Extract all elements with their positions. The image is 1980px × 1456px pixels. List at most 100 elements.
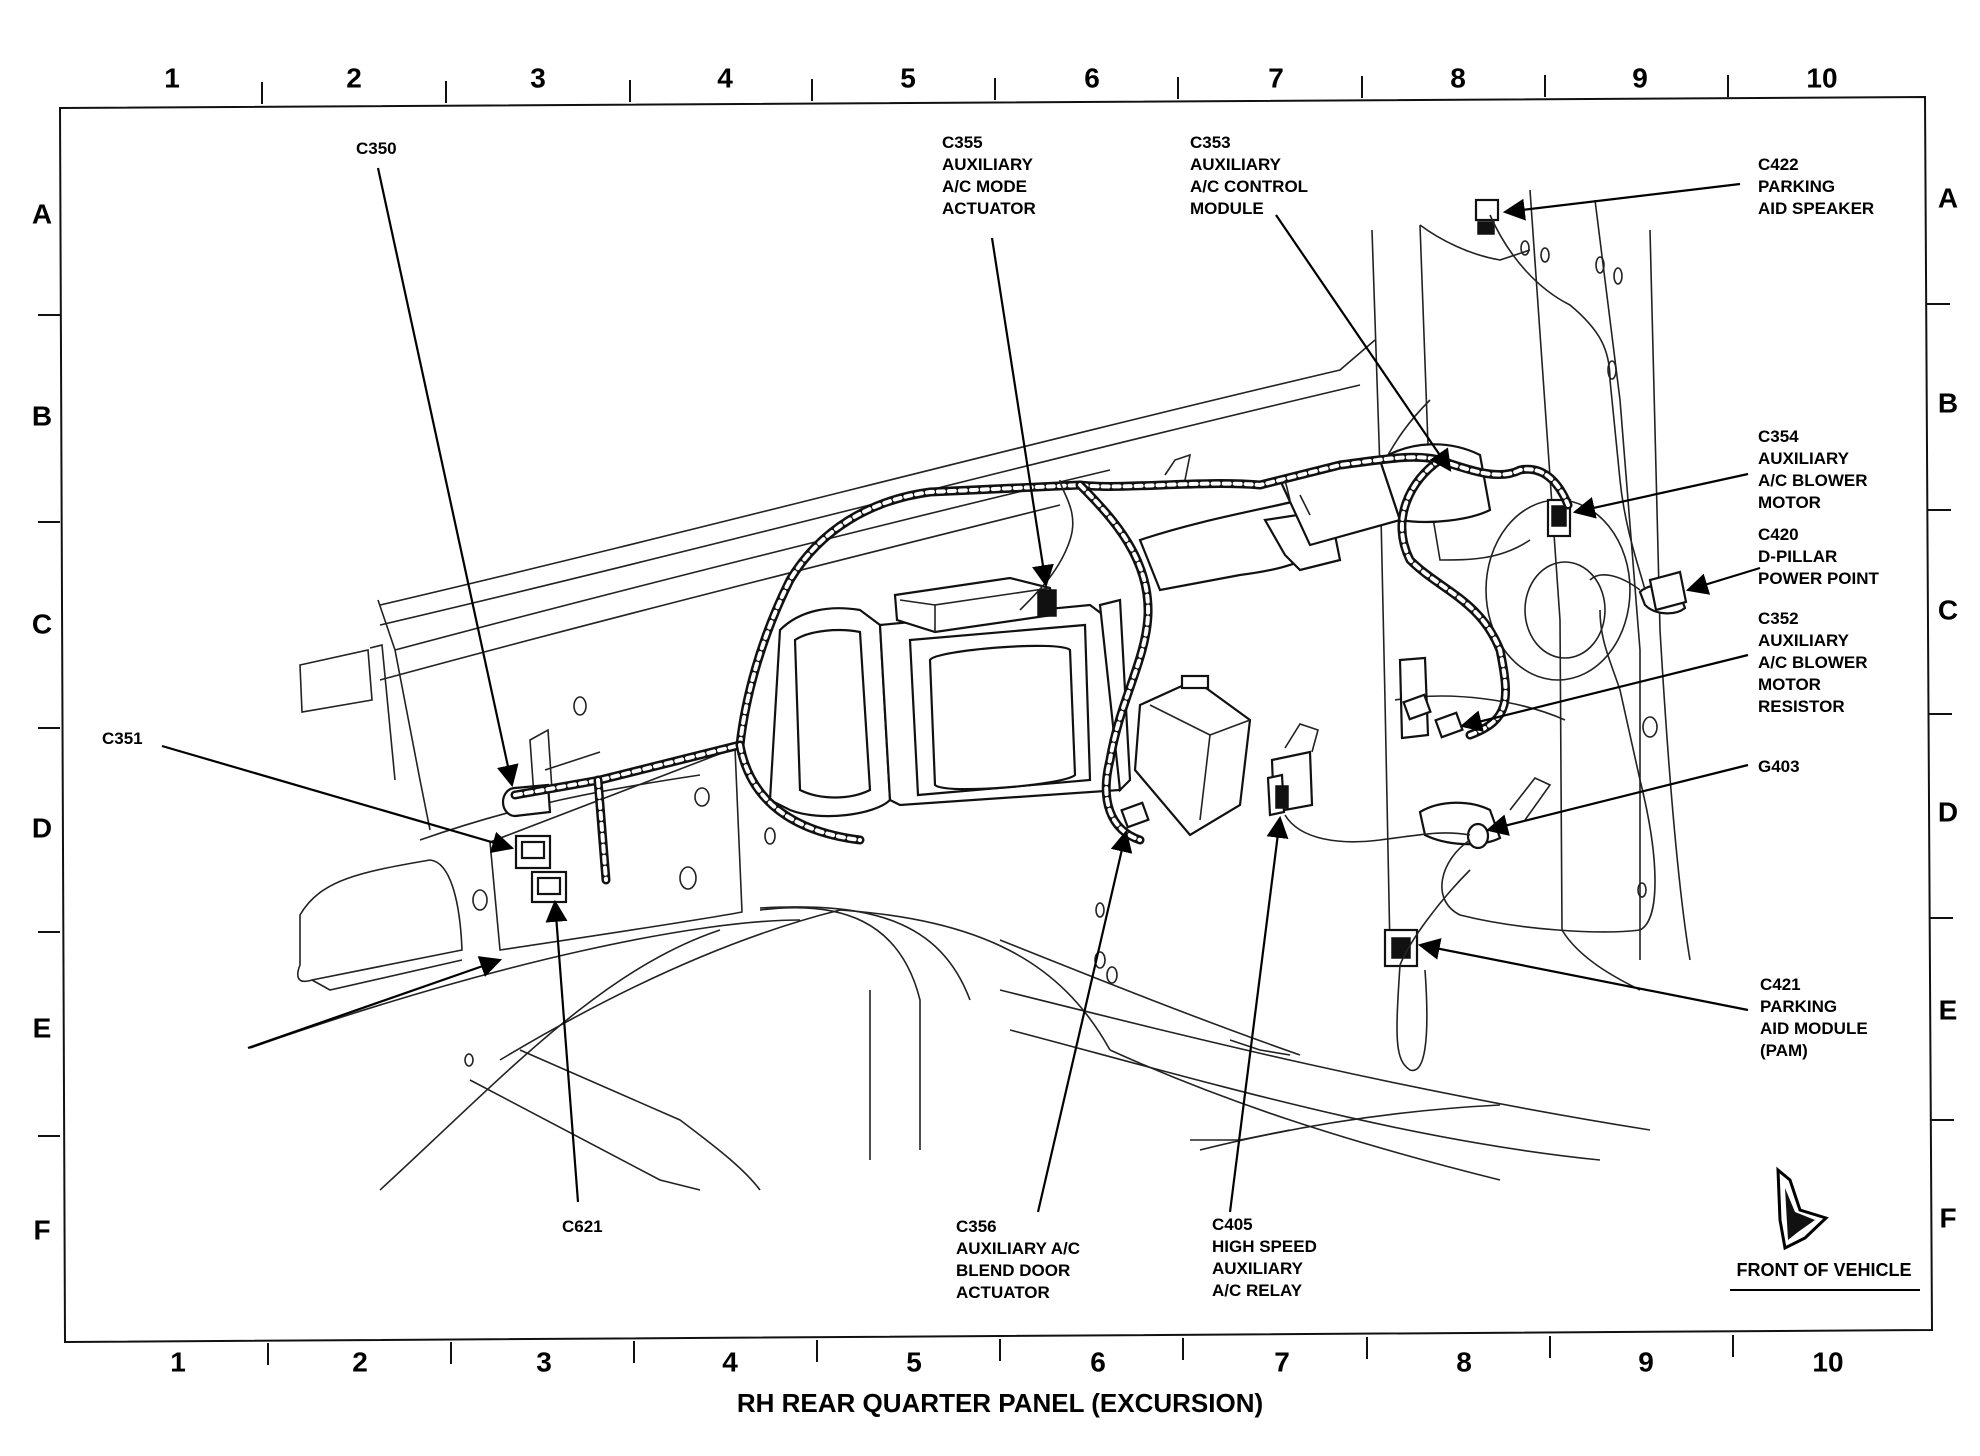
leader-view-direction	[247, 956, 503, 1050]
callout-c355-line-0: C355	[942, 133, 983, 152]
wiring-harness	[510, 214, 1656, 1072]
callout-c356-line-0: C356	[956, 1217, 997, 1236]
diagram-title: RH REAR QUARTER PANEL (EXCURSION)	[737, 1388, 1263, 1418]
row-label-left-F: F	[33, 1214, 50, 1245]
row-label-right-B: B	[1938, 387, 1958, 418]
callout-c355-line-2: A/C MODE	[942, 177, 1027, 196]
callout-c354-line-2: A/C BLOWER	[1758, 471, 1868, 490]
callout-c350-line-0: C350	[356, 139, 397, 158]
callout-c621: C621	[562, 1217, 603, 1236]
top-column-ticks	[261, 75, 1729, 104]
leader-c356	[1036, 829, 1133, 1213]
callout-c405-line-3: A/C RELAY	[1212, 1281, 1303, 1300]
row-label-right-C: C	[1938, 594, 1958, 625]
callout-c421-line-2: AID MODULE	[1760, 1019, 1868, 1038]
leader-c353	[1275, 214, 1452, 472]
front-of-vehicle-indicator: FRONT OF VEHICLE	[1730, 1166, 1920, 1291]
column-label-top-5: 5	[900, 62, 916, 93]
callout-c353-line-1: AUXILIARY	[1190, 155, 1282, 174]
column-label-top-6: 6	[1084, 62, 1100, 93]
column-label-top-3: 3	[530, 62, 546, 93]
column-label-top-1: 1	[164, 62, 180, 93]
column-label-bottom-6: 6	[1090, 1346, 1106, 1377]
leader-c621	[545, 899, 580, 1203]
column-label-bottom-3: 3	[536, 1346, 552, 1377]
row-label-left-D: D	[32, 812, 52, 843]
column-label-top-4: 4	[717, 62, 733, 93]
blower-connectors	[1383, 198, 1688, 968]
callout-c352-line-2: A/C BLOWER	[1758, 653, 1868, 672]
column-label-top-7: 7	[1268, 62, 1284, 93]
callout-c405-line-0: C405	[1212, 1215, 1253, 1234]
callout-c421-line-3: (PAM)	[1760, 1041, 1808, 1060]
row-label-right-A: A	[1938, 182, 1958, 213]
row-label-right-F: F	[1939, 1202, 1956, 1233]
blend-door-actuator	[1120, 674, 1252, 837]
front-of-vehicle-arrow-icon	[1776, 1166, 1829, 1251]
callout-c354-line-1: AUXILIARY	[1758, 449, 1850, 468]
callout-c352-line-1: AUXILIARY	[1758, 631, 1850, 650]
callout-c353-line-3: MODULE	[1190, 199, 1264, 218]
callout-c352-line-0: C352	[1758, 609, 1799, 628]
callout-c420-line-0: C420	[1758, 525, 1799, 544]
bottom-column-ticks	[267, 1335, 1734, 1365]
front-of-vehicle-label: FRONT OF VEHICLE	[1737, 1260, 1912, 1280]
callout-g403: G403	[1758, 757, 1800, 776]
callout-c356-line-1: AUXILIARY A/C	[956, 1239, 1080, 1258]
callout-c351: C351	[102, 729, 143, 748]
callout-c352-line-4: RESISTOR	[1758, 697, 1845, 716]
column-label-bottom-8: 8	[1456, 1346, 1472, 1377]
row-label-left-C: C	[32, 608, 52, 639]
leader-lines	[161, 167, 1761, 1213]
column-label-bottom-7: 7	[1274, 1346, 1290, 1377]
callout-c356-line-2: BLEND DOOR	[956, 1261, 1070, 1280]
callout-c420-line-1: D-PILLAR	[1758, 547, 1837, 566]
callout-g403-line-0: G403	[1758, 757, 1800, 776]
leader-c422	[1502, 182, 1741, 221]
leader-c355	[990, 237, 1054, 588]
callout-c405-line-2: AUXILIARY	[1212, 1259, 1304, 1278]
callout-c352-line-3: MOTOR	[1758, 675, 1821, 694]
column-label-bottom-1: 1	[170, 1346, 186, 1377]
right-row-ticks	[1926, 303, 1954, 1121]
callout-c353-line-2: A/C CONTROL	[1190, 177, 1308, 196]
column-label-bottom-9: 9	[1638, 1346, 1654, 1377]
row-label-right-D: D	[1938, 796, 1958, 827]
leader-c405	[1228, 815, 1289, 1213]
vehicle-body-illustration	[249, 189, 1691, 1191]
leader-c350	[376, 167, 519, 788]
row-label-right-E: E	[1939, 994, 1958, 1025]
callout-c354-line-0: C354	[1758, 427, 1799, 446]
row-label-left-E: E	[33, 1012, 52, 1043]
callout-c351-line-0: C351	[102, 729, 143, 748]
leader-c420	[1685, 566, 1761, 595]
callout-c420-line-2: POWER POINT	[1758, 569, 1880, 588]
callout-c405-line-1: HIGH SPEED	[1212, 1237, 1317, 1256]
callout-c353-line-0: C353	[1190, 133, 1231, 152]
callout-c355-line-1: AUXILIARY	[942, 155, 1034, 174]
diagram-frame	[58, 95, 1934, 1344]
leader-c354	[1572, 472, 1749, 519]
ac-duct-assembly	[768, 443, 1492, 818]
callout-c421-line-0: C421	[1760, 975, 1801, 994]
column-label-bottom-10: 10	[1812, 1346, 1843, 1377]
column-label-bottom-4: 4	[722, 1346, 738, 1377]
column-label-top-10: 10	[1806, 62, 1837, 93]
callout-c354-line-3: MOTOR	[1758, 493, 1821, 512]
column-label-top-9: 9	[1632, 62, 1648, 93]
callout-c421-line-1: PARKING	[1760, 997, 1837, 1016]
leader-g403	[1485, 763, 1749, 836]
callout-c422-line-2: AID SPEAKER	[1758, 199, 1874, 218]
column-label-top-8: 8	[1450, 62, 1466, 93]
